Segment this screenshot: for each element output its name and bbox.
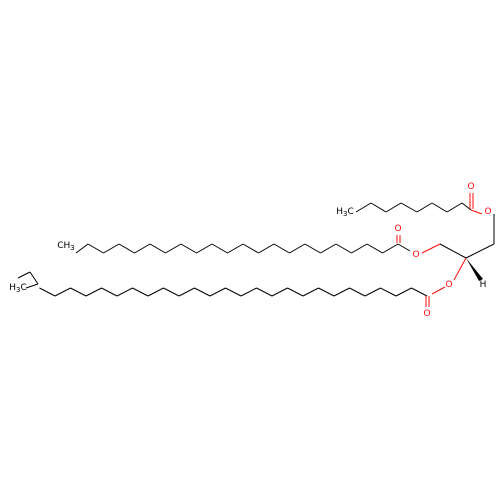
branched-chain-bond <box>287 287 304 297</box>
long-chain-bond <box>258 243 275 254</box>
carbonyl-carbon-bond <box>397 243 411 252</box>
branched-chain-bond <box>333 287 350 297</box>
long-chain-bond <box>149 243 166 254</box>
branch-bond <box>25 283 39 289</box>
carbonyl-oxygen-long-chain: O <box>394 224 401 234</box>
bond-layer <box>17 193 495 307</box>
ester-bond <box>431 286 446 295</box>
branched-chain-bond <box>39 287 56 297</box>
branched-chain-bond <box>209 287 226 297</box>
branched-chain-bond <box>395 287 412 297</box>
branched-chain-bond <box>147 287 164 297</box>
ester-bond <box>453 257 467 281</box>
long-chain-bond <box>382 243 399 254</box>
octanoyl-chain-bond <box>446 202 463 213</box>
branched-chain-bond <box>380 287 397 297</box>
ch3-octanoyl-label: H3C <box>336 207 354 218</box>
ester-oxygen-long-chain: O <box>412 250 419 260</box>
branch-bond <box>29 271 39 285</box>
branched-chain-bond <box>271 287 288 297</box>
long-chain-bond <box>134 243 151 254</box>
branched-chain-bond <box>194 287 211 297</box>
octanoyl-chain-bond <box>355 202 372 213</box>
branched-chain-bond <box>116 287 133 297</box>
ester-bond <box>470 209 483 215</box>
branched-chain-bond <box>349 287 366 297</box>
long-chain-bond <box>87 243 104 254</box>
branch-bond <box>17 271 31 279</box>
branched-chain-bond <box>318 287 335 297</box>
glycerol-bond <box>439 243 467 259</box>
long-chain-bond <box>304 243 321 254</box>
carbonyl-oxygen-octanoyl: O <box>467 182 474 192</box>
long-chain-bond <box>366 243 383 254</box>
octanoyl-chain-bond <box>370 202 387 213</box>
long-chain-bond <box>227 243 244 254</box>
stereo-hydrogen: H <box>480 280 487 290</box>
branched-chain-bond <box>411 287 428 297</box>
ester-oxygen-octanoyl: O <box>484 207 491 217</box>
branched-chain-bond <box>132 287 149 297</box>
long-chain-bond <box>118 243 135 254</box>
glycerol-bond <box>465 243 495 259</box>
long-chain-bond <box>165 243 182 254</box>
stereo-wedge-bond <box>466 258 483 281</box>
long-chain-bond <box>320 243 337 254</box>
branched-chain-bond <box>101 287 118 297</box>
branched-chain-bond <box>54 287 71 297</box>
long-chain-bond <box>289 243 306 254</box>
octanoyl-chain-bond <box>431 202 448 213</box>
long-chain-bond <box>75 243 89 254</box>
branched-chain-bond <box>70 287 87 297</box>
branched-chain-bond <box>256 287 273 297</box>
carbonyl-oxygen-branched: O <box>423 309 430 319</box>
octanoyl-chain-bond <box>400 202 418 213</box>
octanoyl-chain-bond <box>416 202 433 213</box>
atom-label-layer: H3C O O CH3 O O H O O H3C <box>9 182 491 319</box>
branched-chain-bond <box>178 287 195 297</box>
ester-bond <box>421 243 441 254</box>
long-chain-bond <box>242 243 259 254</box>
ester-oxygen-branched: O <box>445 280 452 290</box>
long-chain-bond <box>351 243 368 254</box>
branched-chain-bond <box>364 287 381 297</box>
h3c-branch-label: H3C <box>9 283 27 294</box>
branched-chain-bond <box>302 287 319 297</box>
branched-chain-bond <box>85 287 102 297</box>
octanoyl-chain-bond <box>385 202 402 213</box>
ch3-long-chain-label: CH3 <box>57 241 75 252</box>
long-chain-bond <box>273 243 290 254</box>
long-chain-bond <box>335 243 352 254</box>
long-chain-bond <box>211 243 228 254</box>
long-chain-bond <box>103 243 120 254</box>
long-chain-bond <box>196 243 213 254</box>
branched-chain-bond <box>240 287 257 297</box>
branched-chain-bond <box>163 287 180 297</box>
long-chain-bond <box>180 243 197 254</box>
branched-chain-bond <box>225 287 242 297</box>
